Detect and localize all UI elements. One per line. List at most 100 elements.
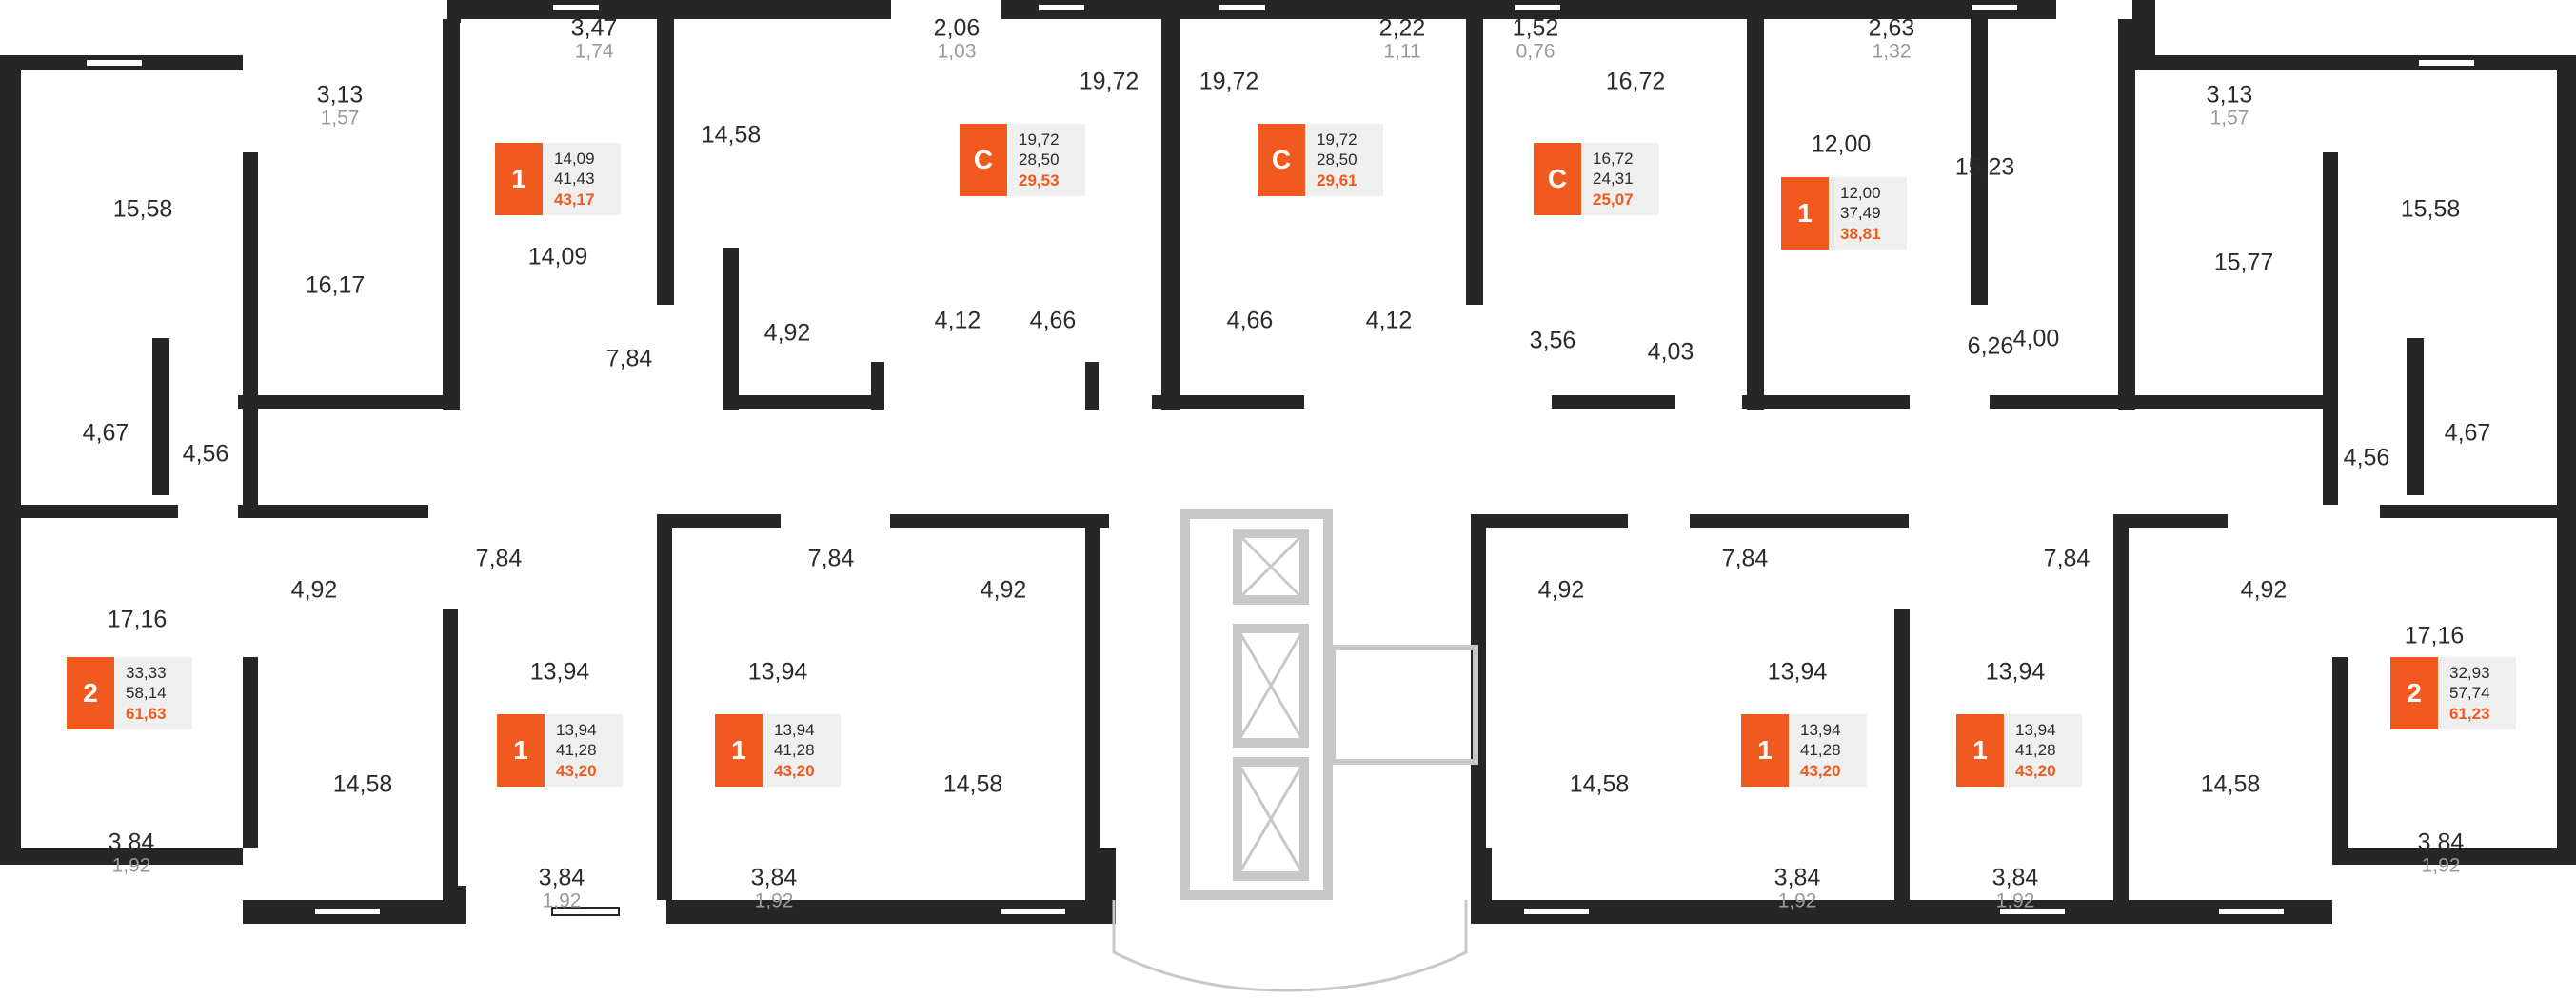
room-area-secondary-label: 1,57: [2209, 107, 2249, 130]
room-area-label: 4,92: [763, 319, 811, 347]
room-area-label: 13,94: [747, 658, 808, 686]
apartment-area-value: 41,28: [1800, 741, 1841, 760]
room-area-label: 17,16: [107, 606, 168, 633]
room-area-secondary-label: 1,92: [1777, 889, 1817, 912]
room-area-secondary-label: 1,92: [542, 889, 582, 912]
room-area-label: 12,00: [1811, 130, 1872, 158]
living-area-value: 16,72: [1593, 150, 1634, 168]
apartment-type-badge: С: [960, 124, 1007, 196]
apartment-type-badge: 2: [2390, 657, 2438, 729]
total-area-value: 43,20: [1800, 761, 1841, 780]
apartment-type-badge: 1: [1741, 714, 1789, 787]
apartment-area-value: 41,28: [774, 741, 815, 760]
apartment-type-badge: 2: [67, 657, 114, 729]
total-area-value: 43,17: [554, 190, 595, 209]
room-area-label: 7,84: [1721, 545, 1769, 572]
living-area-value: 33,33: [126, 664, 167, 682]
room-area-label: 3,84: [1773, 864, 1821, 891]
total-area-value: 29,61: [1317, 170, 1357, 190]
room-area-label: 14,58: [2200, 770, 2261, 798]
total-area-value: 61,63: [126, 704, 167, 723]
room-area-label: 13,94: [1767, 658, 1828, 686]
room-area-label: 14,58: [1569, 770, 1630, 798]
room-area-secondary-label: 1,11: [1383, 40, 1421, 63]
room-area-label: 4,67: [82, 419, 129, 447]
apartment-area-value: 41,43: [554, 170, 595, 189]
room-area-label: 3,13: [316, 81, 364, 109]
room-area-label: 17,16: [2404, 622, 2465, 649]
room-area-secondary-label: 1,92: [1995, 889, 2035, 912]
total-area-value: 43,20: [774, 761, 815, 780]
room-area-label: 7,84: [2043, 545, 2091, 572]
room-area-label: 14,58: [332, 770, 393, 798]
room-area-label: 4,00: [2012, 325, 2060, 352]
room-area-label: 15,77: [2213, 249, 2274, 276]
room-area-secondary-label: 1,57: [320, 107, 360, 130]
room-area-label: 3,84: [2417, 829, 2465, 856]
room-area-label: 4,92: [2240, 576, 2288, 604]
room-area-label: 4,03: [1647, 338, 1694, 366]
room-area-label: 4,67: [2444, 419, 2491, 447]
room-area-label: 19,72: [1199, 68, 1259, 95]
apartment-area-value: 24,31: [1593, 170, 1634, 189]
room-area-label: 4,92: [980, 576, 1027, 604]
living-area-value: 13,94: [2015, 721, 2056, 739]
apartment-area-value: 28,50: [1019, 150, 1060, 170]
room-area-label: 2,63: [1868, 14, 1915, 42]
room-area-label: 15,23: [1954, 153, 2015, 181]
room-area-label: 15,58: [2400, 195, 2461, 223]
apartment-area-value: 41,28: [556, 741, 597, 760]
apartment-type-badge: 1: [1956, 714, 2004, 787]
room-area-label: 19,72: [1079, 68, 1139, 95]
total-area-value: 43,20: [2015, 761, 2056, 780]
apartment-area-value: 58,14: [126, 684, 167, 703]
room-area-label: 4,66: [1226, 307, 1274, 334]
room-area-label: 4,56: [182, 440, 229, 468]
room-area-label: 2,22: [1378, 14, 1426, 42]
room-area-label: 13,94: [1985, 658, 2046, 686]
total-area-value: 25,07: [1593, 190, 1634, 209]
room-area-secondary-label: 1,92: [2421, 854, 2461, 877]
apartment-type-badge: 1: [495, 143, 543, 215]
apartment-type-badge: С: [1534, 143, 1581, 215]
room-area-label: 7,84: [475, 545, 523, 572]
room-area-label: 7,84: [807, 545, 855, 572]
apartment-type-badge: 1: [715, 714, 763, 787]
living-area-value: 19,72: [1019, 130, 1060, 149]
room-area-label: 4,12: [1365, 307, 1413, 334]
room-area-label: 1,52: [1512, 14, 1559, 42]
apartment-area-value: 57,74: [2449, 684, 2490, 703]
living-area-value: 13,94: [556, 721, 597, 739]
room-area-label: 14,58: [942, 770, 1003, 798]
living-area-value: 32,93: [2449, 664, 2490, 682]
room-area-secondary-label: 1,92: [111, 854, 151, 877]
room-area-label: 4,12: [934, 307, 981, 334]
room-area-label: 14,09: [527, 243, 588, 270]
living-area-value: 13,94: [774, 721, 815, 739]
room-area-label: 14,58: [701, 121, 762, 149]
room-area-label: 4,66: [1029, 307, 1077, 334]
room-area-label: 4,92: [290, 576, 338, 604]
room-area-label: 16,17: [305, 271, 366, 299]
room-area-label: 7,84: [605, 345, 653, 372]
